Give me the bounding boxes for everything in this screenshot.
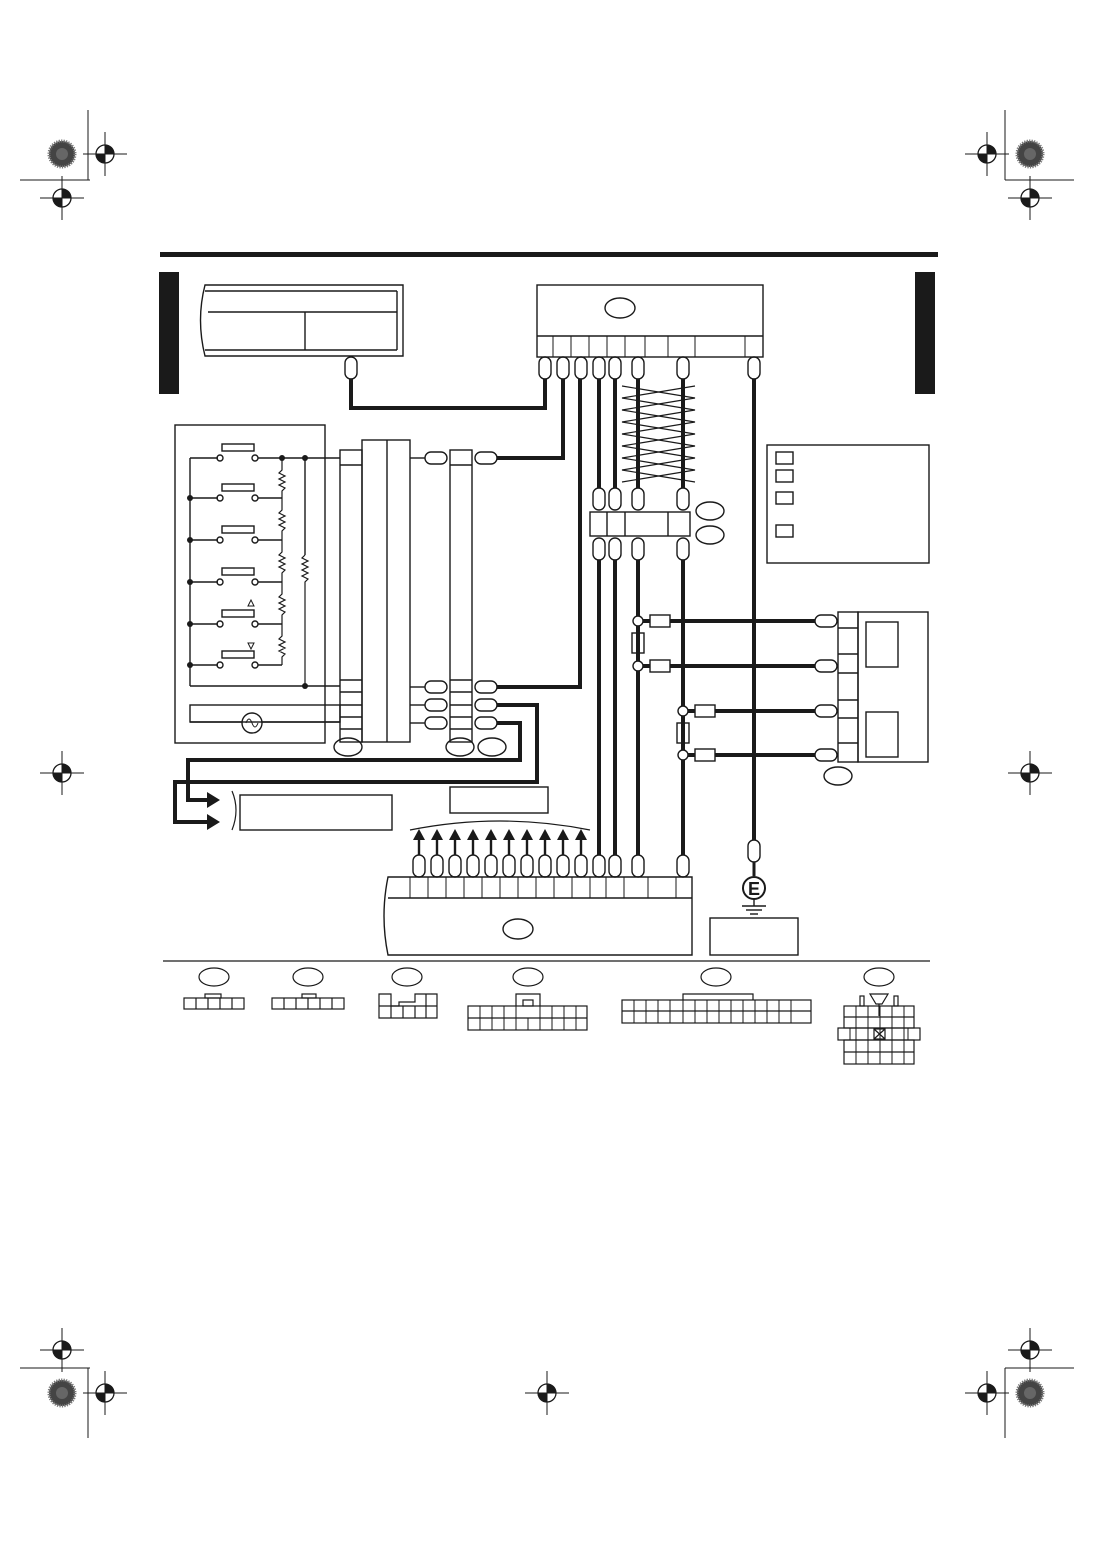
arrow-up-icon <box>449 829 461 840</box>
crosshair-registration-mark-icon <box>1007 1327 1053 1373</box>
arrow-up-icon <box>413 829 425 840</box>
resistor-ladder <box>277 458 287 665</box>
crosshair-registration-mark-icon <box>39 1327 85 1373</box>
destination-box <box>239 794 393 831</box>
arrow-up-icon <box>557 829 569 840</box>
arrow-up-icon <box>539 829 551 840</box>
resistor <box>300 554 310 686</box>
control-module-bottom <box>383 876 693 956</box>
arrow-up-icon <box>431 829 443 840</box>
arrow-up-icon <box>467 829 479 840</box>
crosshair-registration-mark-icon <box>39 175 85 221</box>
connector-id-circle <box>604 297 636 319</box>
left-side-tab <box>159 272 179 394</box>
arrow-up-icon <box>485 829 497 840</box>
connector-id-circle <box>695 501 725 521</box>
connector-face-3 <box>378 967 438 1019</box>
wires <box>173 379 815 855</box>
ground-location-box <box>709 917 799 956</box>
crosshair-registration-mark-icon <box>39 750 85 796</box>
arrow-up-icon <box>503 829 515 840</box>
connector-face-views <box>183 967 921 1065</box>
connector-face-5 <box>621 967 812 1024</box>
connector-face-2 <box>271 967 345 1010</box>
connector-face-4 <box>467 967 588 1031</box>
crosshair-registration-mark-icon <box>1007 750 1053 796</box>
wire-arrow-icon <box>207 792 220 808</box>
bottom-module-terminals <box>412 854 690 878</box>
connector-id-circle <box>445 737 475 757</box>
crosshair-registration-mark-icon <box>82 1370 128 1416</box>
crosshair-registration-mark-icon <box>1007 175 1053 221</box>
connector-id-circle <box>823 766 853 786</box>
right-module <box>814 611 929 786</box>
crosshair-registration-mark-icon <box>964 1370 1010 1416</box>
printer-color-disc-icon <box>47 139 77 169</box>
printer-color-disc-icon <box>1015 139 1045 169</box>
connector-face-1 <box>183 967 245 1010</box>
right-side-tab <box>915 272 935 394</box>
illumination-bulb-icon <box>241 712 263 734</box>
top-module-terminals <box>344 356 761 380</box>
switch-panel <box>174 424 341 744</box>
output-arrows <box>413 829 587 855</box>
crosshair-registration-mark-icon <box>964 131 1010 177</box>
twisted-pair <box>621 385 696 483</box>
header-rule <box>160 252 938 257</box>
connector-face-6 <box>837 967 921 1065</box>
control-module-top <box>536 284 764 358</box>
connector-id-circle <box>502 918 534 940</box>
switch-contacts <box>190 443 282 669</box>
connector-block-left <box>333 439 507 757</box>
arrow-up-icon <box>575 829 587 840</box>
signal-group-brace <box>409 820 591 831</box>
connector-id-circle <box>477 737 507 757</box>
ground-point <box>742 839 766 915</box>
signal-group-label-box <box>449 786 549 814</box>
connector-id-circle <box>695 525 725 545</box>
printer-color-disc-icon <box>1015 1378 1045 1408</box>
termination-resistors <box>631 614 716 762</box>
arrow-up-icon <box>521 829 533 840</box>
combination-meter-box <box>199 284 404 357</box>
crosshair-registration-mark-icon <box>524 1370 570 1416</box>
wire-color-legend <box>766 444 930 564</box>
wire-arrow-icon <box>207 814 220 830</box>
joint-connector-middle <box>589 487 725 561</box>
ground-symbol-label: E <box>748 879 760 899</box>
connector-id-circle <box>333 737 363 757</box>
printer-color-disc-icon <box>47 1378 77 1408</box>
registration-marks <box>20 110 1074 1438</box>
crosshair-registration-mark-icon <box>82 131 128 177</box>
